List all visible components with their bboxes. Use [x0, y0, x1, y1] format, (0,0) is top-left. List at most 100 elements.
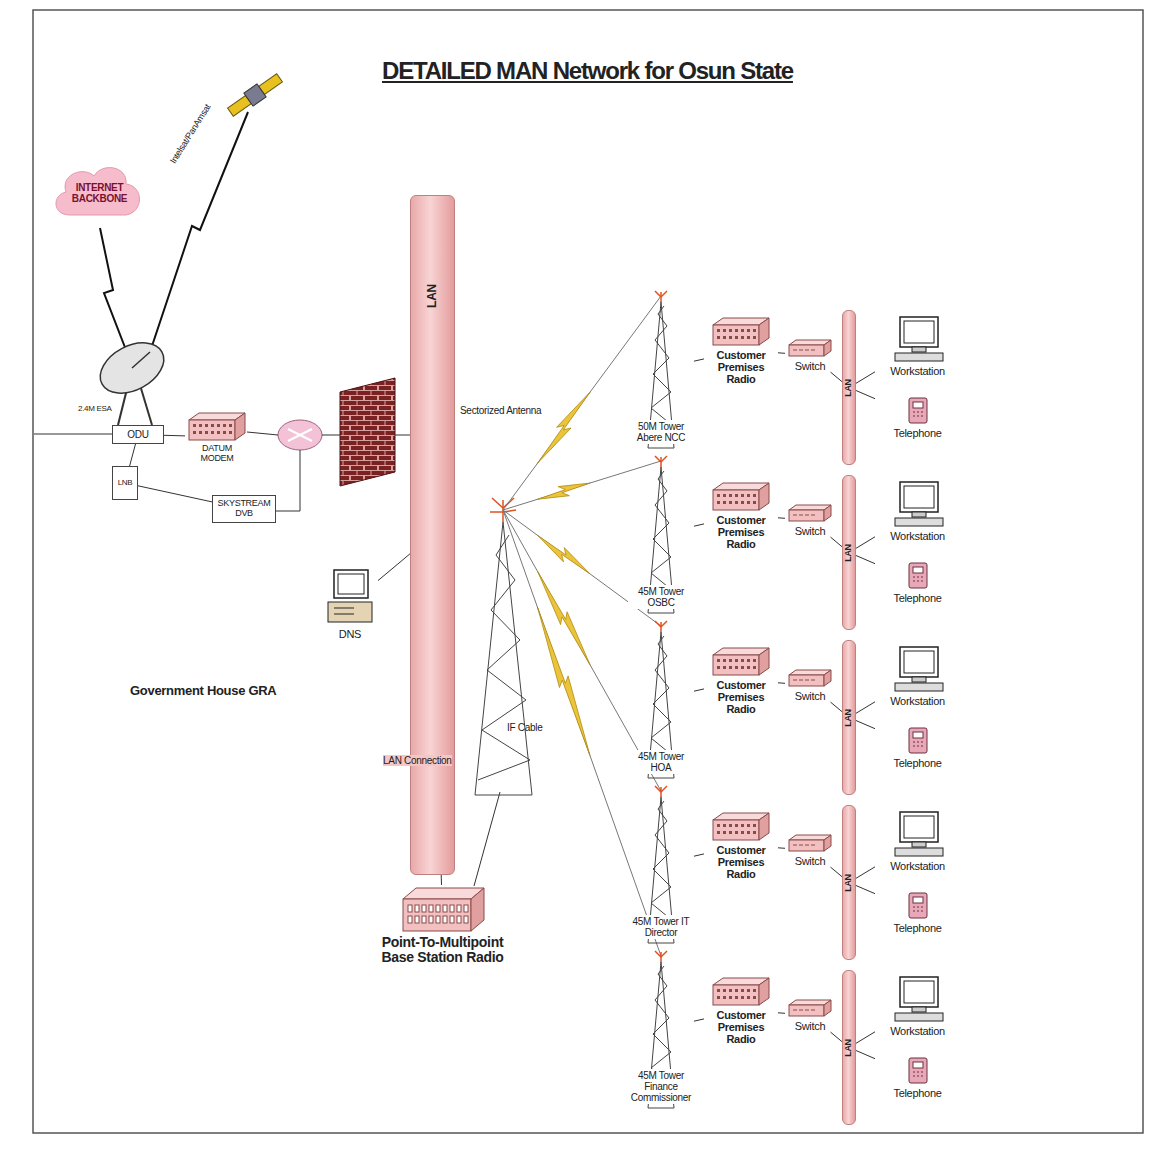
connector: [856, 372, 875, 384]
port: [735, 659, 738, 662]
port: [753, 494, 756, 497]
port: [717, 824, 720, 827]
port: [217, 431, 220, 434]
connector: [856, 721, 875, 729]
port: [193, 424, 196, 427]
port: [429, 916, 433, 923]
port: [205, 431, 208, 434]
port: [741, 996, 744, 999]
port: [723, 666, 726, 669]
connector: [831, 372, 843, 382]
node-label: Telephone: [875, 592, 960, 604]
connector: [856, 391, 875, 399]
workstation-icon: [892, 480, 944, 528]
workstation-icon: [892, 645, 944, 693]
backbone-link: [100, 228, 126, 350]
node-label: Workstation: [875, 530, 960, 542]
network-node: 45M Tower OSBC: [628, 453, 694, 615]
text-label: Sectorized Antenna: [460, 405, 541, 416]
port: [205, 424, 208, 427]
node-label: LNB: [118, 479, 133, 488]
switch-icon: [787, 998, 833, 1018]
port: [436, 916, 440, 923]
connector: [856, 867, 875, 879]
network-node: 45M Tower IT Director: [628, 783, 694, 945]
workstation-icon: [892, 315, 944, 363]
port: [464, 916, 468, 923]
network-node: DATUM MODEM: [185, 410, 249, 464]
telephone-icon: [903, 1055, 933, 1085]
port: [741, 501, 744, 504]
node-label: Workstation: [875, 1025, 960, 1037]
network-node: Workstation: [875, 315, 960, 377]
network-node: Switch: [785, 833, 835, 867]
network-node: LAN: [410, 195, 455, 875]
port: [723, 996, 726, 999]
port: [415, 905, 419, 912]
radio-icon: [711, 810, 771, 842]
network-node: Customer Premises Radio: [704, 645, 778, 715]
port: [729, 996, 732, 999]
lan-label: LAN: [844, 709, 854, 727]
port: [436, 905, 440, 912]
network-node: Telephone: [875, 890, 960, 934]
port: [464, 905, 468, 912]
port: [741, 659, 744, 662]
node-label: Customer Premises Radio: [704, 679, 778, 715]
port: [741, 336, 744, 339]
port: [735, 501, 738, 504]
node-label: Switch: [785, 525, 835, 537]
port: [717, 329, 720, 332]
text-label: Government House GRA: [130, 683, 276, 698]
port: [747, 996, 750, 999]
connector: [831, 867, 843, 877]
network-node: 45M Tower Finance Commissioner: [628, 948, 694, 1110]
port: [729, 666, 732, 669]
switch-icon: [787, 503, 833, 523]
radio-bolt: [538, 572, 590, 665]
workstation-icon: [892, 975, 944, 1023]
connector: [164, 435, 185, 437]
port: [729, 329, 732, 332]
port: [717, 659, 720, 662]
port: [735, 996, 738, 999]
node-label: Telephone: [875, 1087, 960, 1099]
network-node: LAN: [842, 805, 856, 960]
port: [753, 831, 756, 834]
port: [747, 824, 750, 827]
network-node: ODU: [112, 425, 164, 444]
port: [443, 905, 447, 912]
radio-icon: [711, 480, 771, 512]
satellite: [226, 71, 284, 119]
node-label: Customer Premises Radio: [704, 349, 778, 385]
port: [741, 329, 744, 332]
port: [741, 824, 744, 827]
radio-icon: [711, 975, 771, 1007]
port: [753, 501, 756, 504]
radio-icon: [187, 410, 247, 442]
port: [741, 989, 744, 992]
connector: [778, 847, 785, 849]
node-label: SKYSTREAM DVB: [215, 499, 273, 519]
connector: [694, 1019, 704, 1021]
node-label: Workstation: [875, 365, 960, 377]
port: [735, 989, 738, 992]
node-label: Customer Premises Radio: [704, 514, 778, 550]
port: [223, 431, 226, 434]
dns-computer-icon: [324, 568, 376, 626]
network-node: Customer Premises Radio: [704, 975, 778, 1045]
network-node: Switch: [785, 338, 835, 372]
port: [422, 916, 426, 923]
node-label: Switch: [785, 690, 835, 702]
radio-link: [503, 510, 661, 956]
port: [717, 336, 720, 339]
node-label: Customer Premises Radio: [704, 844, 778, 880]
port: [211, 431, 214, 434]
network-node: Switch: [785, 998, 835, 1032]
network-node: Telephone: [875, 560, 960, 604]
connector: [831, 702, 843, 712]
port: [723, 831, 726, 834]
network-node: Workstation: [875, 645, 960, 707]
network-node: Switch: [785, 503, 835, 537]
